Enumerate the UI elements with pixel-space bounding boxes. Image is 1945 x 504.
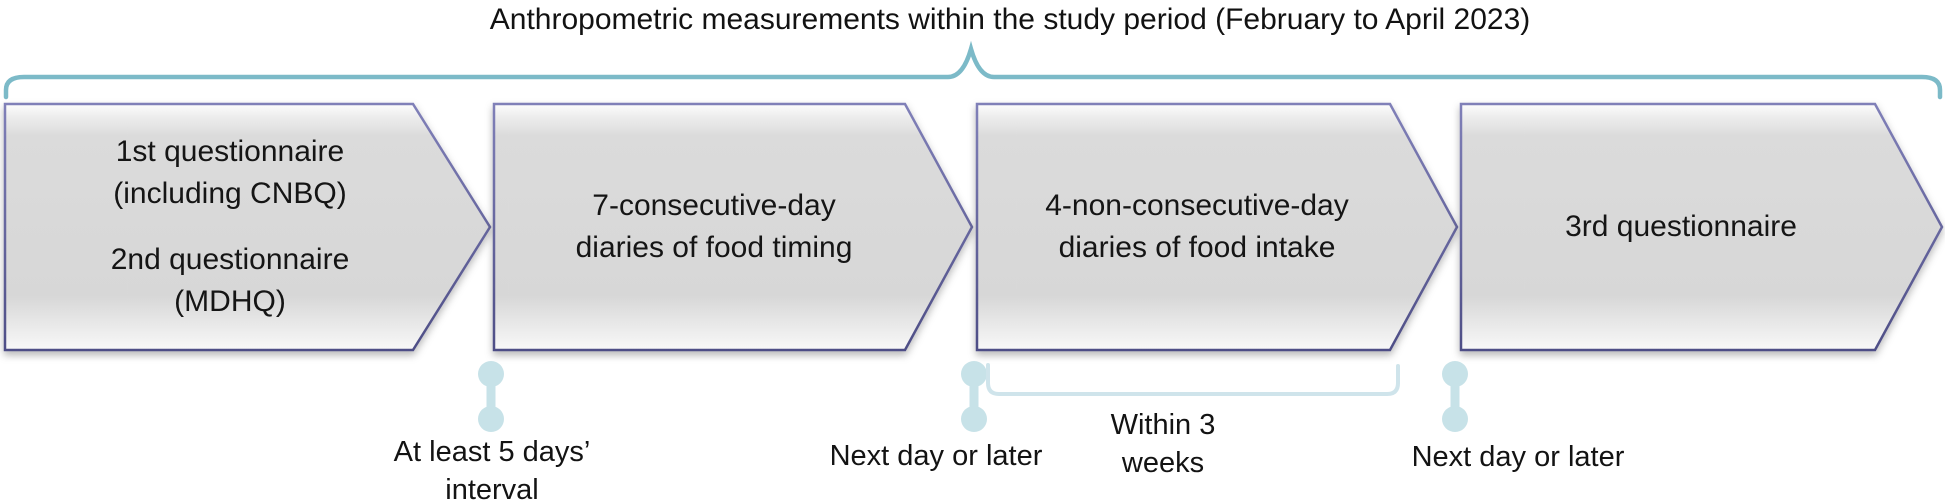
step-chevron-3	[975, 102, 1459, 352]
interval-note-1: At least 5 days’ interval	[393, 436, 591, 504]
step-3-paragraph-1: 4-non-consecutive-day diaries of food in…	[1045, 189, 1349, 264]
step-3-label: 4-non-consecutive-day diaries of food in…	[977, 104, 1417, 350]
study-period-brace	[3, 40, 1943, 100]
step-chevron-1	[3, 102, 492, 352]
interval-note-2: Next day or later	[829, 440, 1043, 472]
step-2-label: 7-consecutive-day diaries of food timing	[494, 104, 934, 350]
step-chevron-2	[492, 102, 974, 352]
step-2-paragraph-1: 7-consecutive-day diaries of food timing	[575, 189, 853, 264]
interval-note-within-3-weeks: Within 3 weeks	[1110, 409, 1216, 479]
step-4-paragraph-1: 3rd questionnaire	[1565, 210, 1797, 243]
within-3-weeks-bracket	[986, 363, 1400, 396]
step-4-label: 3rd questionnaire	[1461, 104, 1901, 350]
step-chevron-4	[1459, 102, 1944, 352]
step-1-paragraph-2: 2nd questionnaire (MDHQ)	[110, 243, 350, 318]
interval-note-3: Next day or later	[1411, 441, 1625, 473]
step-1-label: 1st questionnaire (including CNBQ) 2nd q…	[5, 104, 455, 350]
diagram-title: Anthropometric measurements within the s…	[489, 3, 1531, 36]
interval-connector-2	[961, 361, 987, 432]
interval-connector-1	[478, 361, 504, 432]
interval-connector-3	[1442, 361, 1468, 432]
step-1-paragraph-1: 1st questionnaire (including CNBQ)	[113, 135, 347, 210]
